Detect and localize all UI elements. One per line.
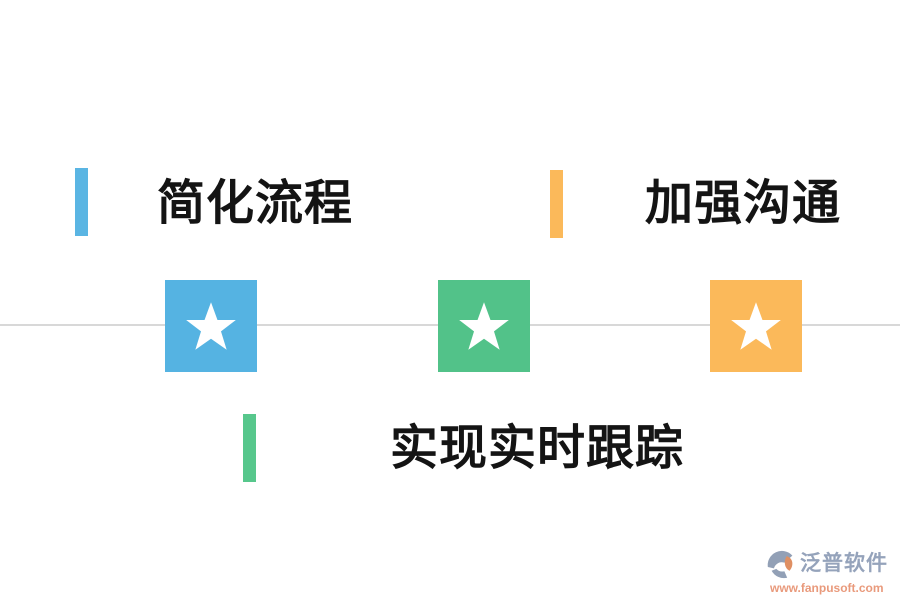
brand-name: 泛普软件 bbox=[800, 552, 888, 575]
feature-label: 实现实时跟踪 bbox=[390, 422, 685, 475]
milestone-square-blue bbox=[165, 280, 257, 372]
brand-watermark: 泛普软件 www.fanpusoft.com bbox=[762, 546, 898, 598]
star-icon bbox=[186, 302, 236, 350]
milestone-square-orange bbox=[710, 280, 802, 372]
feature-label: 简化流程 bbox=[157, 177, 354, 230]
fanpu-logo-icon bbox=[767, 550, 793, 579]
milestone-square-green bbox=[438, 280, 530, 372]
feature-label: 加强沟通 bbox=[645, 177, 842, 230]
accent-bar-orange bbox=[550, 170, 563, 238]
star-icon bbox=[459, 302, 509, 350]
accent-bar-green bbox=[243, 414, 256, 482]
star-icon bbox=[731, 302, 781, 350]
brand-url: www.fanpusoft.com bbox=[770, 581, 884, 595]
accent-bar-blue bbox=[75, 168, 88, 236]
